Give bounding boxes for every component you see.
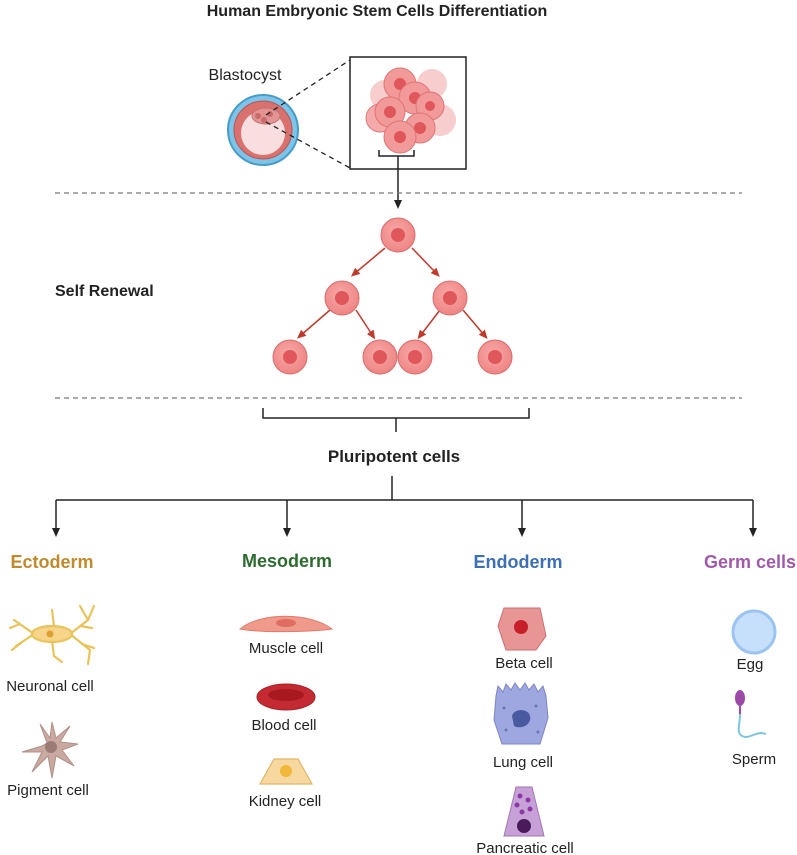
- mesoderm-title: Mesoderm: [242, 551, 332, 571]
- blastocyst-label: Blastocyst: [209, 67, 282, 84]
- beta-cell-icon: [497, 607, 547, 651]
- stem-cell: [324, 280, 360, 316]
- zoom-lines: [265, 59, 351, 169]
- pluripotent-label: Pluripotent cells: [328, 447, 460, 466]
- kidney-cell-icon: [258, 758, 314, 785]
- diagram-title: Human Embryonic Stem Cells Differentiati…: [207, 3, 548, 20]
- stem-cell: [432, 280, 468, 316]
- pancreatic-cell-icon: [503, 786, 545, 837]
- ectoderm-title: Ectoderm: [10, 552, 93, 572]
- sperm-icon: [735, 690, 767, 738]
- self-renewal-label: Self Renewal: [55, 283, 154, 300]
- lung-cell-label: Lung cell: [493, 754, 553, 771]
- inner-cell-mass-zoom-box: [349, 56, 467, 170]
- sperm-label: Sperm: [732, 751, 776, 768]
- germ-cells-title: Germ cells: [704, 552, 796, 572]
- stem-cell: [477, 339, 513, 375]
- endoderm-title: Endoderm: [473, 552, 562, 572]
- pigment-cell-label: Pigment cell: [7, 782, 89, 799]
- pigment-cell-icon: [21, 721, 79, 779]
- muscle-cell-label: Muscle cell: [249, 640, 323, 657]
- kidney-cell-label: Kidney cell: [249, 793, 322, 810]
- blood-cell-icon: [256, 683, 316, 711]
- pancreatic-cell-label: Pancreatic cell: [476, 840, 574, 855]
- stem-cell: [272, 339, 308, 375]
- blood-cell-label: Blood cell: [251, 717, 316, 734]
- egg-icon: [731, 609, 777, 655]
- neuronal-cell-label: Neuronal cell: [6, 678, 94, 695]
- lung-cell-icon: [493, 682, 549, 745]
- lineage-connector: [52, 476, 757, 537]
- stem-cell: [397, 339, 433, 375]
- muscle-cell-icon: [238, 615, 334, 633]
- neuronal-cell-icon: [8, 604, 96, 666]
- beta-cell-label: Beta cell: [495, 655, 553, 672]
- self-renewal-arrows: [296, 247, 488, 340]
- egg-label: Egg: [737, 656, 764, 673]
- blastocyst-icon: [227, 94, 299, 166]
- stem-cell: [380, 217, 416, 253]
- stem-cell: [362, 339, 398, 375]
- pluripotent-bracket: [262, 408, 530, 419]
